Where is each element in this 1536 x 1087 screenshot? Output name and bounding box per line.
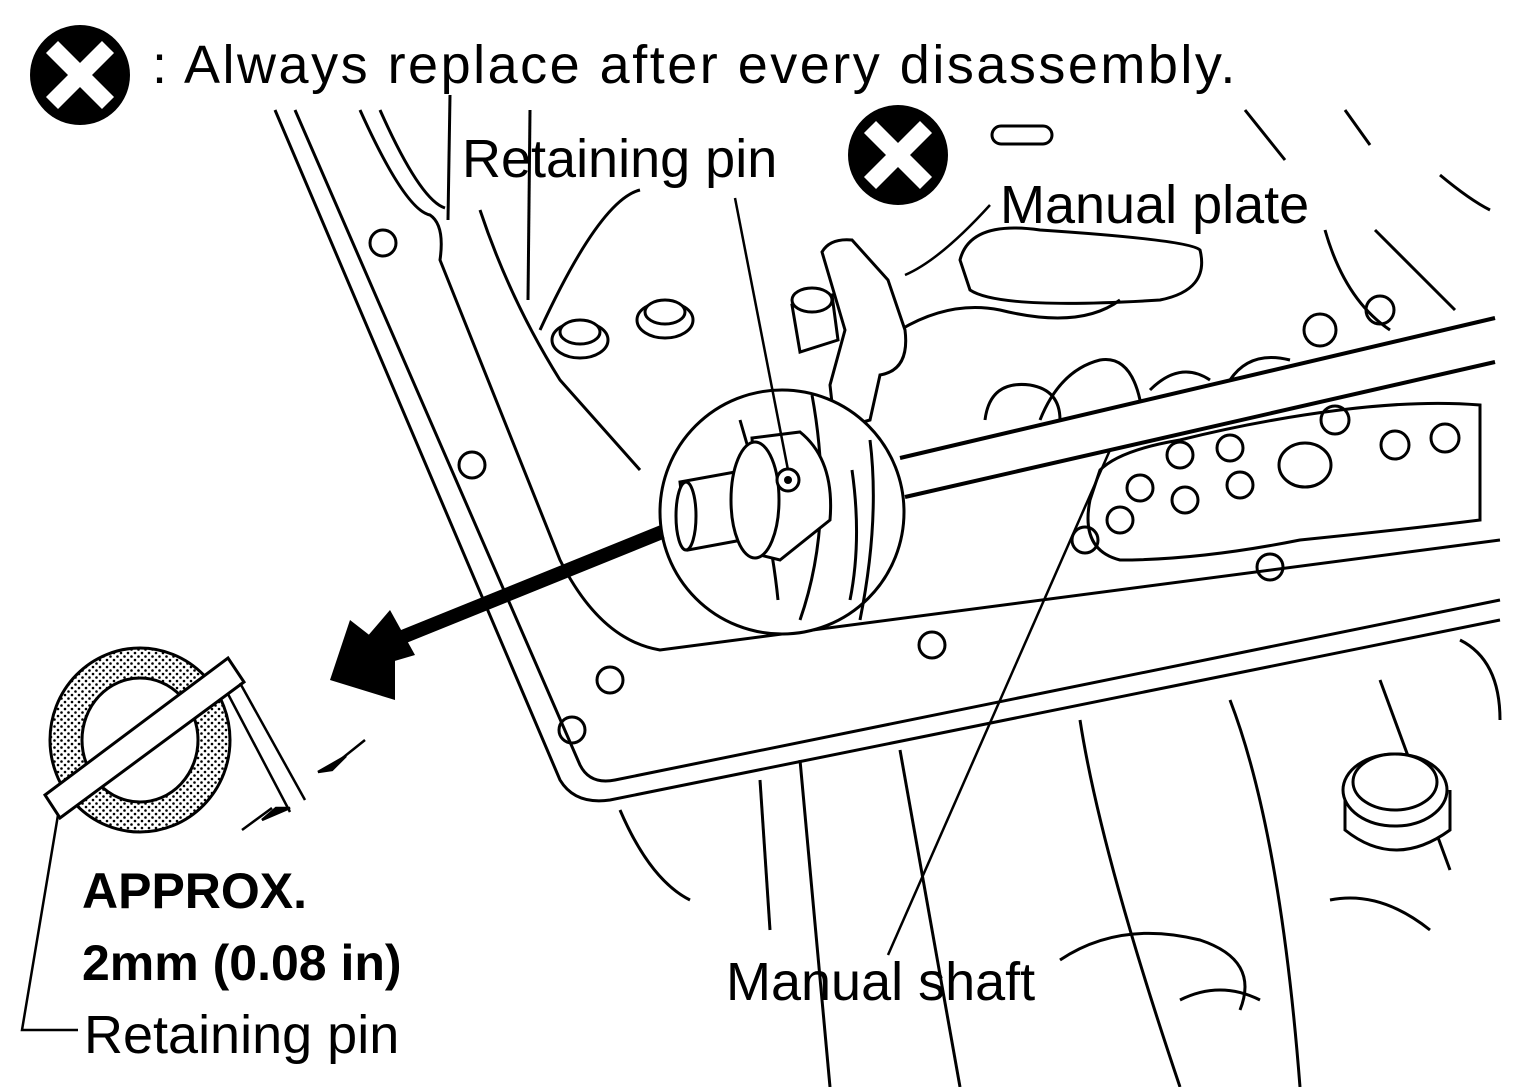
dimension-marks bbox=[226, 682, 366, 832]
bolt-holes bbox=[368, 228, 1285, 745]
retaining-pin-bottom-label: Retaining pin bbox=[84, 1005, 400, 1065]
transmission-housing bbox=[273, 94, 1502, 1087]
replace-x-icon bbox=[848, 105, 948, 205]
manual-plate bbox=[790, 238, 908, 432]
retaining-pin-label: Retaining pin bbox=[462, 129, 778, 189]
manual-shaft-label: Manual shaft bbox=[726, 952, 1036, 1012]
valve-body-bolts bbox=[550, 298, 1452, 852]
legend-text: : Always replace after every disassembly… bbox=[152, 35, 1238, 95]
valve-body-ports bbox=[1070, 294, 1482, 562]
leader-lines bbox=[20, 197, 1112, 1032]
dimension-approx-label: APPROX. bbox=[82, 863, 308, 919]
pin-cross-section bbox=[42, 646, 247, 834]
dimension-value-label: 2mm (0.08 in) bbox=[82, 935, 402, 991]
replace-x-icon bbox=[30, 25, 130, 125]
detail-arrow bbox=[330, 525, 665, 700]
manual-plate-label: Manual plate bbox=[1000, 175, 1310, 235]
retaining-pin-detail-circle bbox=[658, 388, 906, 636]
manual-shaft bbox=[899, 316, 1496, 499]
valve-body-channels bbox=[899, 124, 1431, 1011]
